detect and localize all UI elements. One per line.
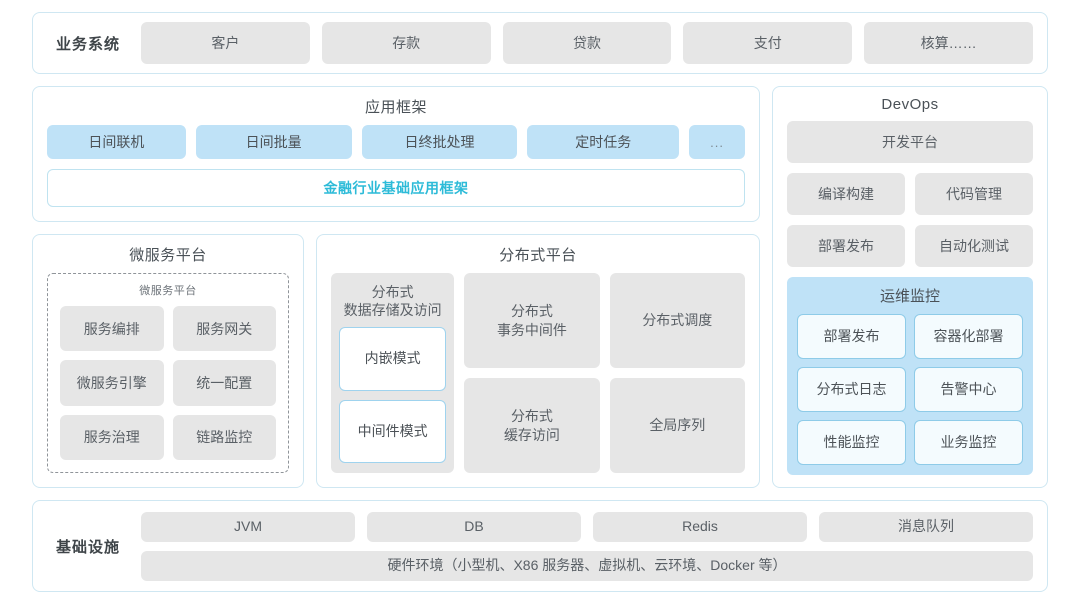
microservice-item-gateway[interactable]: 服务网关 [172, 306, 276, 352]
app-framework-chip-scheduled-task[interactable]: 定时任务 [527, 125, 680, 159]
app-framework-panel: 应用框架 日间联机 日间批量 日终批处理 定时任务 ... 金融行业基础应用框架 [32, 86, 760, 222]
dist-cell-1-line1: 分布式调度 [642, 312, 713, 329]
storage-label-line2: 数据存储及访问 [343, 302, 442, 319]
business-item-customer[interactable]: 客户 [141, 22, 310, 64]
infrastructure-content: JVM DB Redis 消息队列 硬件环境（小型机、X86 服务器、虚拟机、云… [141, 511, 1033, 581]
dist-cell-0-line2: 事务中间件 [496, 321, 567, 338]
devops-item-deploy-release[interactable]: 部署发布 [787, 225, 905, 267]
dist-cell-3-line1: 全局序列 [649, 417, 706, 434]
platforms-row: 微服务平台 微服务平台 服务编排 服务网关 微服务引擎 统一配置 服务治理 链路… [32, 234, 760, 488]
business-item-deposit[interactable]: 存款 [321, 22, 491, 64]
infrastructure-label: 基础设施 [55, 538, 120, 556]
ops-item-deploy-release[interactable]: 部署发布 [797, 314, 906, 359]
app-framework-chip-daytime-batch[interactable]: 日间批量 [195, 125, 352, 159]
middle-left-column: 应用框架 日间联机 日间批量 日终批处理 定时任务 ... 金融行业基础应用框架… [32, 86, 760, 488]
base-framework-box[interactable]: 金融行业基础应用框架 [47, 169, 745, 207]
infrastructure-item-jvm[interactable]: JVM [141, 511, 355, 542]
global-sequence-cell[interactable]: 全局序列 [609, 378, 745, 473]
microservice-item-grid: 服务编排 服务网关 微服务引擎 统一配置 服务治理 链路监控 [60, 306, 276, 460]
dist-cell-2-line1: 分布式 [510, 408, 553, 425]
app-framework-title: 应用框架 [364, 99, 427, 116]
middle-section: 应用框架 日间联机 日间批量 日终批处理 定时任务 ... 金融行业基础应用框架… [32, 86, 1048, 488]
ops-monitoring-grid: 部署发布 容器化部署 分布式日志 告警中心 性能监控 业务监控 [797, 314, 1023, 465]
distributed-scheduling-cell[interactable]: 分布式调度 [609, 273, 745, 368]
ops-monitoring-title: 运维监控 [879, 288, 940, 305]
business-item-payment[interactable]: 支付 [683, 22, 853, 64]
distributed-data-storage-label: 分布式 数据存储及访问 [344, 283, 442, 319]
infrastructure-item-redis[interactable]: Redis [593, 511, 807, 542]
ops-item-alert-center[interactable]: 告警中心 [914, 367, 1023, 412]
microservice-item-unified-config[interactable]: 统一配置 [172, 360, 276, 406]
devops-item-grid: 编译构建 代码管理 部署发布 自动化测试 [787, 173, 1033, 267]
distributed-data-storage-cell[interactable]: 分布式 数据存储及访问 内嵌模式 中间件模式 [331, 273, 455, 473]
microservice-inner-title: 微服务平台 [139, 285, 197, 297]
distributed-cache-access-cell[interactable]: 分布式 缓存访问 [464, 378, 600, 473]
business-system-list: 客户 存款 贷款 支付 核算…… [141, 22, 1033, 64]
storage-mode-middleware[interactable]: 中间件模式 [339, 399, 447, 463]
devops-panel: DevOps 开发平台 编译构建 代码管理 部署发布 自动化测试 运维监控 部署… [772, 86, 1048, 488]
storage-mode-embedded[interactable]: 内嵌模式 [339, 327, 447, 391]
devops-item-code-management[interactable]: 代码管理 [915, 173, 1033, 215]
ops-monitoring-box: 运维监控 部署发布 容器化部署 分布式日志 告警中心 性能监控 业务监控 [787, 277, 1033, 475]
dist-cell-2-line2: 缓存访问 [503, 426, 560, 443]
devops-item-automated-test[interactable]: 自动化测试 [915, 225, 1033, 267]
app-framework-chip-eod-batch[interactable]: 日终批处理 [361, 125, 518, 159]
business-system-label: 业务系统 [55, 35, 120, 53]
ops-item-container-deploy[interactable]: 容器化部署 [914, 314, 1023, 359]
distributed-platform-grid: 分布式 数据存储及访问 内嵌模式 中间件模式 分布式 事务中间件 [331, 273, 745, 473]
storage-label-line1: 分布式 [371, 284, 414, 300]
devops-item-compile-build[interactable]: 编译构建 [787, 173, 905, 215]
app-framework-chip-more[interactable]: ... [689, 125, 746, 159]
dist-cell-0-line1: 分布式 [510, 303, 553, 320]
microservice-item-trace-monitor[interactable]: 链路监控 [172, 414, 276, 460]
business-item-loan[interactable]: 贷款 [502, 22, 672, 64]
business-item-accounting[interactable]: 核算…… [864, 22, 1033, 64]
app-framework-chip-daytime-online[interactable]: 日间联机 [47, 125, 186, 159]
ops-item-performance-monitor[interactable]: 性能监控 [797, 420, 906, 465]
microservice-inner-box: 微服务平台 服务编排 服务网关 微服务引擎 统一配置 服务治理 链路监控 [47, 273, 289, 473]
distributed-transaction-middleware-cell[interactable]: 分布式 事务中间件 [464, 273, 600, 368]
devops-title: DevOps [881, 96, 939, 113]
infrastructure-item-message-queue[interactable]: 消息队列 [819, 511, 1033, 542]
infrastructure-panel: 基础设施 JVM DB Redis 消息队列 硬件环境（小型机、X86 服务器、… [32, 500, 1048, 592]
devops-item-dev-platform[interactable]: 开发平台 [787, 121, 1033, 163]
business-system-panel: 业务系统 客户 存款 贷款 支付 核算…… [32, 12, 1048, 74]
app-framework-chip-list: 日间联机 日间批量 日终批处理 定时任务 ... [47, 125, 746, 159]
infrastructure-item-db[interactable]: DB [367, 511, 581, 542]
microservice-item-governance[interactable]: 服务治理 [60, 414, 164, 460]
ops-item-distributed-log[interactable]: 分布式日志 [797, 367, 906, 412]
distributed-platform-panel: 分布式平台 分布式 数据存储及访问 内嵌模式 中间件模式 [316, 234, 760, 488]
infrastructure-hardware-environment[interactable]: 硬件环境（小型机、X86 服务器、虚拟机、云环境、Docker 等） [141, 550, 1033, 581]
microservice-item-engine[interactable]: 微服务引擎 [60, 360, 164, 406]
microservice-platform-panel: 微服务平台 微服务平台 服务编排 服务网关 微服务引擎 统一配置 服务治理 链路… [32, 234, 304, 488]
distributed-platform-title: 分布式平台 [499, 247, 577, 264]
microservice-platform-title: 微服务平台 [129, 247, 207, 264]
infrastructure-item-list: JVM DB Redis 消息队列 [141, 511, 1033, 542]
microservice-item-orchestration[interactable]: 服务编排 [60, 306, 164, 352]
ops-item-business-monitor[interactable]: 业务监控 [914, 420, 1023, 465]
